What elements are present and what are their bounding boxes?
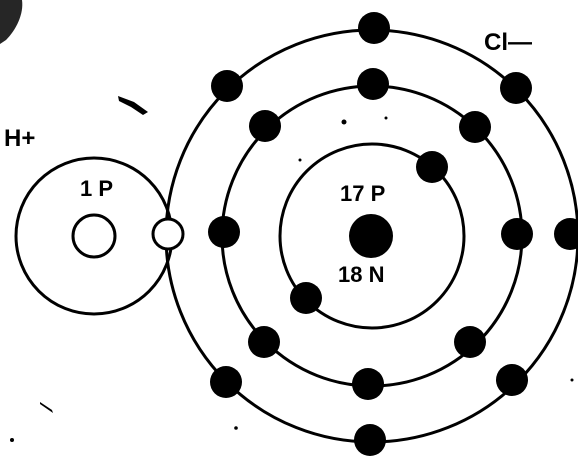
electron-outer-2 xyxy=(500,72,532,104)
electron-outer-4 xyxy=(496,364,528,396)
electron-inner-2 xyxy=(290,282,322,314)
electron-middle-4 xyxy=(454,326,486,358)
speck-3 xyxy=(385,117,388,120)
hydrogen-nucleus-label: 1 P xyxy=(80,176,113,201)
electron-middle-5 xyxy=(352,368,384,400)
speck-8 xyxy=(571,379,574,382)
electron-middle-3 xyxy=(501,218,533,250)
speck-1 xyxy=(118,96,148,115)
corner-smudge xyxy=(0,0,22,44)
electron-outer-7 xyxy=(211,70,243,102)
speck-5 xyxy=(40,402,53,413)
electron-middle-2 xyxy=(459,111,491,143)
chlorine-nucleus xyxy=(349,214,393,258)
electron-middle-8 xyxy=(249,110,281,142)
electron-middle-7 xyxy=(208,216,240,248)
speck-4 xyxy=(10,438,14,442)
electron-middle-6 xyxy=(248,326,280,358)
electron-outer-6 xyxy=(210,366,242,398)
hydrogen-ion-label: H+ xyxy=(4,125,35,152)
chlorine-protons-label: 17 P xyxy=(340,181,385,206)
speck-2 xyxy=(342,120,347,125)
electron-middle-1 xyxy=(357,68,389,100)
chlorine-ion-label: Cl— xyxy=(484,29,532,56)
speck-7 xyxy=(299,159,302,162)
electron-inner-1 xyxy=(416,151,448,183)
electron-outer-3 xyxy=(554,218,578,250)
electron-outer-5 xyxy=(354,424,386,456)
hydrogen-nucleus xyxy=(73,215,115,257)
speck-6 xyxy=(234,426,238,430)
chlorine-neutrons-label: 18 N xyxy=(338,262,384,287)
electron-outer-1 xyxy=(358,12,390,44)
transferred-electron xyxy=(153,219,183,249)
